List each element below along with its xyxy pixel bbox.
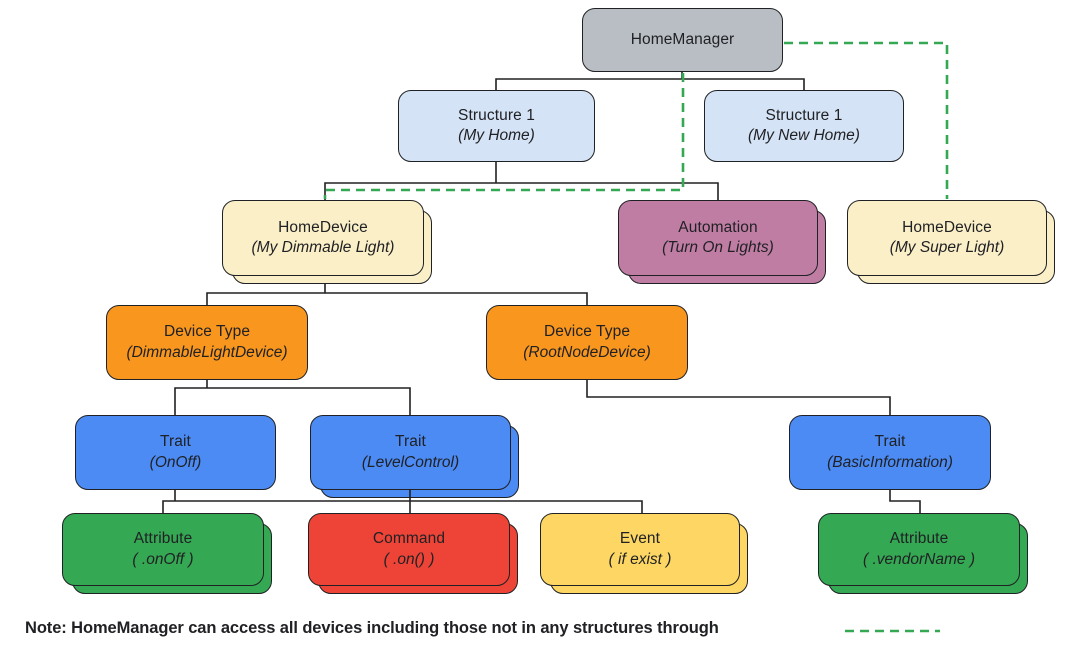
node-device-type-dimmablelightdevice: Device Type (DimmableLightDevice) (106, 305, 308, 380)
edge-dimmablelight-devicetypes (206, 284, 588, 305)
node-subtitle: ( .on() ) (383, 550, 435, 568)
edge-rootnode-trait (586, 380, 891, 415)
node-title: Structure 1 (458, 106, 535, 124)
edge-traits-members (162, 490, 643, 513)
edge-myhome-children (324, 162, 719, 200)
node-subtitle: (DimmableLightDevice) (126, 343, 288, 361)
node-trait-levelcontrol: Trait (LevelControl) (310, 415, 519, 498)
node-subtitle: (OnOff) (149, 453, 202, 471)
node-subtitle: (LevelControl) (361, 453, 460, 471)
node-homedevice-my-super-light: HomeDevice (My Super Light) (847, 200, 1055, 284)
node-title: Trait (395, 433, 426, 451)
node-subtitle: (My New Home) (748, 127, 860, 144)
node-title: Automation (678, 218, 758, 236)
node-subtitle: ( if exist ) (608, 550, 672, 568)
node-subtitle: (RootNodeDevice) (523, 343, 651, 361)
node-subtitle: (BasicInformation) (827, 453, 953, 471)
node-title: Device Type (543, 323, 631, 341)
node-subtitle: (My Super Light) (889, 239, 1005, 256)
node-attribute-onoff: Attribute ( .onOff ) (62, 513, 272, 594)
node-command-on: Command ( .on() ) (308, 513, 518, 594)
node-title: Command (372, 530, 446, 548)
node-title: Trait (874, 433, 906, 451)
node-subtitle: (Turn On Lights) (662, 239, 774, 256)
edge-basicinfo-attribute (889, 490, 921, 513)
node-homemanager: HomeManager (582, 8, 783, 72)
node-subtitle: ( .onOff ) (132, 550, 194, 568)
node-trait-onoff: Trait (OnOff) (75, 415, 276, 490)
node-structure-1-my-home: Structure 1 (My Home) (398, 90, 595, 162)
node-title: Event (619, 530, 661, 548)
node-subtitle: (My Dimmable Light) (251, 239, 395, 256)
node-title: HomeDevice (902, 218, 992, 236)
node-title: Attribute (133, 530, 193, 548)
node-title: Trait (160, 433, 191, 451)
node-title: Attribute (889, 530, 949, 548)
node-device-type-rootnodedevice: Device Type (RootNodeDevice) (486, 305, 688, 380)
edge-homemanager-structures (495, 72, 805, 90)
node-subtitle: ( .vendorName ) (863, 550, 975, 568)
node-title: Structure 1 (765, 106, 843, 124)
node-title: HomeManager (630, 30, 735, 48)
node-event-if-exist: Event ( if exist ) (540, 513, 748, 594)
edge-dimmabledevice-traits (174, 380, 411, 415)
node-title: Device Type (163, 323, 251, 341)
node-title: HomeDevice (278, 218, 368, 236)
node-subtitle: (My Home) (458, 127, 535, 144)
node-homedevice-my-dimmable-light: HomeDevice (My Dimmable Light) (222, 200, 432, 284)
node-structure-1-my-new-home: Structure 1 (My New Home) (704, 90, 904, 162)
note-text: Note: HomeManager can access all devices… (25, 619, 719, 637)
node-automation-turn-on-lights: Automation (Turn On Lights) (618, 200, 826, 284)
node-attribute-vendorname: Attribute ( .vendorName ) (818, 513, 1028, 594)
node-trait-basicinformation: Trait (BasicInformation) (789, 415, 991, 490)
